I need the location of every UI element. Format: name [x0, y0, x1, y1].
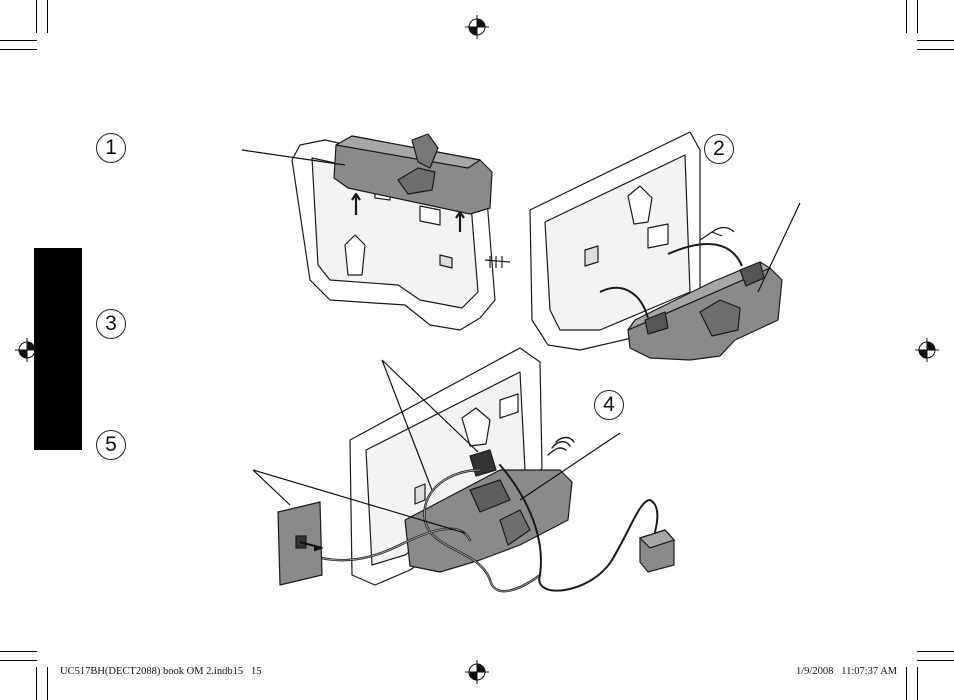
- crop-mark: [0, 49, 37, 50]
- callout-line: [241, 149, 346, 166]
- registration-mark-icon: [465, 660, 489, 684]
- step-number-3: 3: [96, 309, 126, 339]
- crop-mark: [47, 0, 48, 33]
- figure-1-wall-bracket: [333, 133, 493, 232]
- registration-mark-icon: [15, 338, 39, 362]
- step-number-2: 2: [704, 134, 734, 164]
- figure-3-cords: [308, 436, 659, 593]
- crop-mark: [917, 49, 954, 50]
- crop-mark: [917, 660, 954, 661]
- registration-mark-icon: [915, 338, 939, 362]
- crop-mark: [0, 651, 37, 652]
- figure-2-base-unit: [529, 131, 701, 351]
- crop-mark: [36, 0, 37, 33]
- callout-lines: [252, 359, 621, 534]
- crop-mark: [906, 667, 907, 700]
- footer-timestamp: 1/9/2008 11:07:37 AM: [796, 666, 898, 677]
- step-number-4: 4: [594, 390, 624, 420]
- crop-mark: [0, 40, 37, 41]
- crop-mark: [906, 0, 907, 33]
- section-side-tab: [34, 248, 82, 450]
- step-number-5: 5: [96, 430, 126, 460]
- crop-mark: [917, 651, 954, 652]
- crop-mark: [917, 0, 918, 33]
- crop-mark: [917, 40, 954, 41]
- callout-line: [757, 202, 801, 293]
- crop-mark: [47, 667, 48, 700]
- registration-mark-icon: [465, 15, 489, 39]
- ac-adapter: [638, 529, 676, 573]
- crop-mark: [917, 667, 918, 700]
- wall-jack-plate: [277, 501, 324, 586]
- crop-mark: [0, 660, 37, 661]
- footer-file-info: UC517BH(DECT2088) book OM 2.indb15 15: [60, 666, 262, 677]
- crop-mark: [36, 667, 37, 700]
- step-number-1: 1: [96, 133, 126, 163]
